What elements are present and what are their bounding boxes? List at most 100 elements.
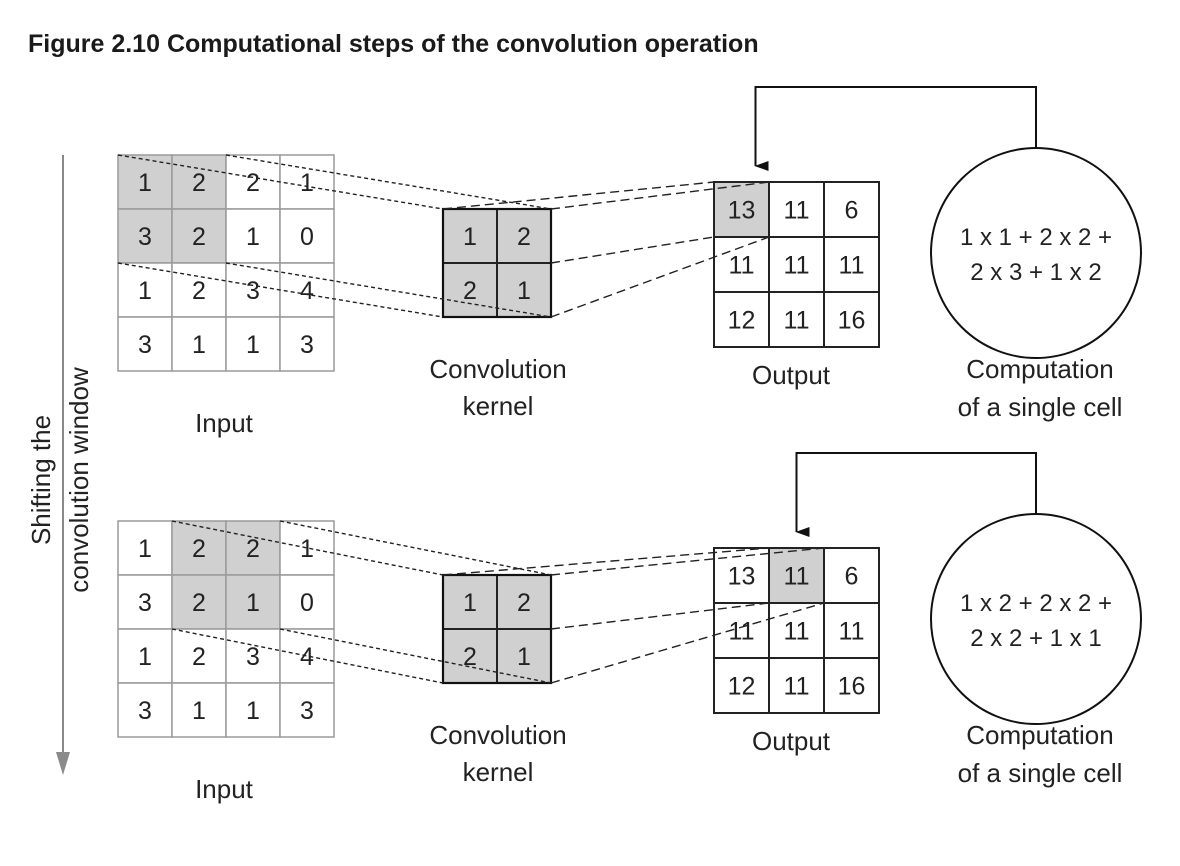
kernel-cell <box>496 262 552 318</box>
input-cell <box>225 628 281 684</box>
projection-line <box>550 236 715 264</box>
input-cell-value: 1 <box>138 169 152 197</box>
input-cell <box>225 682 281 738</box>
input-cell-value: 1 <box>300 535 314 563</box>
projection-line <box>550 602 770 630</box>
kernel-cell-value: 1 <box>517 277 531 305</box>
projection-line <box>550 181 770 210</box>
output-cell <box>768 602 825 659</box>
projection-line <box>550 547 825 576</box>
input-cell <box>279 574 335 630</box>
output-cell-value: 11 <box>729 618 755 646</box>
output-cell-value: 11 <box>784 197 810 225</box>
input-cell <box>279 316 335 372</box>
input-cell <box>225 316 281 372</box>
projection-line <box>117 262 444 318</box>
input-cell-value: 2 <box>192 277 206 305</box>
output-cell-value: 11 <box>784 618 810 646</box>
input-cell-value: 3 <box>138 331 152 359</box>
kernel-label-line2: kernel <box>463 757 534 787</box>
formula-line1: 1 x 1 + 2 x 2 + <box>960 224 1112 251</box>
kernel-cell-value: 2 <box>517 589 531 617</box>
kernel-label-line2: kernel <box>463 391 534 421</box>
output-cell <box>823 291 880 348</box>
input-cell <box>279 208 335 264</box>
input-cell-value: 1 <box>138 277 152 305</box>
output-cell-value: 16 <box>838 307 866 335</box>
projection-line <box>442 181 715 210</box>
computation-label-line1: Computation <box>966 354 1113 384</box>
kernel-grid: 1 2 2 1 <box>442 574 552 684</box>
kernel-cell-value: 1 <box>463 223 477 251</box>
input-cell <box>171 208 227 264</box>
input-cell-value: 1 <box>138 535 152 563</box>
input-cell-value: 3 <box>246 643 260 671</box>
input-cell-value: 3 <box>138 223 152 251</box>
input-cell-value: 3 <box>138 589 152 617</box>
input-cell-value: 1 <box>246 331 260 359</box>
output-cell <box>768 291 825 348</box>
output-cell <box>713 547 770 604</box>
kernel-cell-value: 1 <box>463 589 477 617</box>
input-cell <box>279 262 335 318</box>
computation-label-line2: of a single cell <box>958 392 1123 422</box>
input-cell <box>225 262 281 318</box>
input-cell-value: 2 <box>192 169 206 197</box>
kernel-cell-value: 1 <box>517 643 531 671</box>
input-cell-value: 2 <box>246 169 260 197</box>
output-cell <box>823 657 880 714</box>
input-cell-value: 1 <box>300 169 314 197</box>
output-cell-value: 11 <box>839 252 865 280</box>
output-cell <box>768 657 825 714</box>
kernel-cell-value: 2 <box>517 223 531 251</box>
output-label: Output <box>752 360 831 390</box>
projection-line <box>442 547 770 576</box>
output-cell <box>768 547 825 604</box>
output-cell-value: 13 <box>728 197 756 225</box>
formula-line1: 1 x 2 + 2 x 2 + <box>960 590 1112 617</box>
projection-line <box>550 602 825 684</box>
output-cell-value: 11 <box>839 618 865 646</box>
input-cell <box>225 154 281 210</box>
input-label: Input <box>195 408 254 438</box>
output-cell-value: 16 <box>838 673 866 701</box>
output-cell-value: 12 <box>728 307 756 335</box>
computation-label-line2: of a single cell <box>958 758 1123 788</box>
input-cell-value: 3 <box>300 331 314 359</box>
input-cell-value: 2 <box>192 643 206 671</box>
formula-line2: 2 x 3 + 1 x 2 <box>970 259 1101 286</box>
side-label-line1: Shifting the <box>26 415 56 545</box>
input-cell <box>279 682 335 738</box>
input-cell <box>225 574 281 630</box>
projection-line <box>117 154 444 210</box>
input-cell-value: 2 <box>246 535 260 563</box>
output-cell-value: 12 <box>728 673 756 701</box>
projection-lines <box>117 154 770 318</box>
input-cell <box>117 316 173 372</box>
output-cell-value: 6 <box>845 563 859 591</box>
kernel-cell <box>442 262 498 318</box>
projection-line <box>225 262 552 318</box>
figure-title: Figure 2.10 Computational steps of the c… <box>28 30 759 58</box>
input-cell-value: 1 <box>192 331 206 359</box>
input-cell <box>117 682 173 738</box>
kernel-label-line1: Convolution <box>429 354 566 384</box>
output-cell-value: 11 <box>784 673 810 701</box>
output-cell-value: 11 <box>784 563 810 591</box>
input-label: Input <box>195 774 254 804</box>
input-cell-value: 3 <box>300 697 314 725</box>
input-cell <box>117 154 173 210</box>
input-cell-value: 2 <box>192 535 206 563</box>
computation-circle <box>930 147 1142 359</box>
input-cell-value: 3 <box>138 697 152 725</box>
output-cell <box>768 181 825 238</box>
input-cell-value: 0 <box>300 589 314 617</box>
output-cell-value: 6 <box>845 197 859 225</box>
output-cell <box>713 657 770 714</box>
input-cell <box>117 628 173 684</box>
kernel-cell-value: 2 <box>463 643 477 671</box>
input-cell-value: 1 <box>246 223 260 251</box>
